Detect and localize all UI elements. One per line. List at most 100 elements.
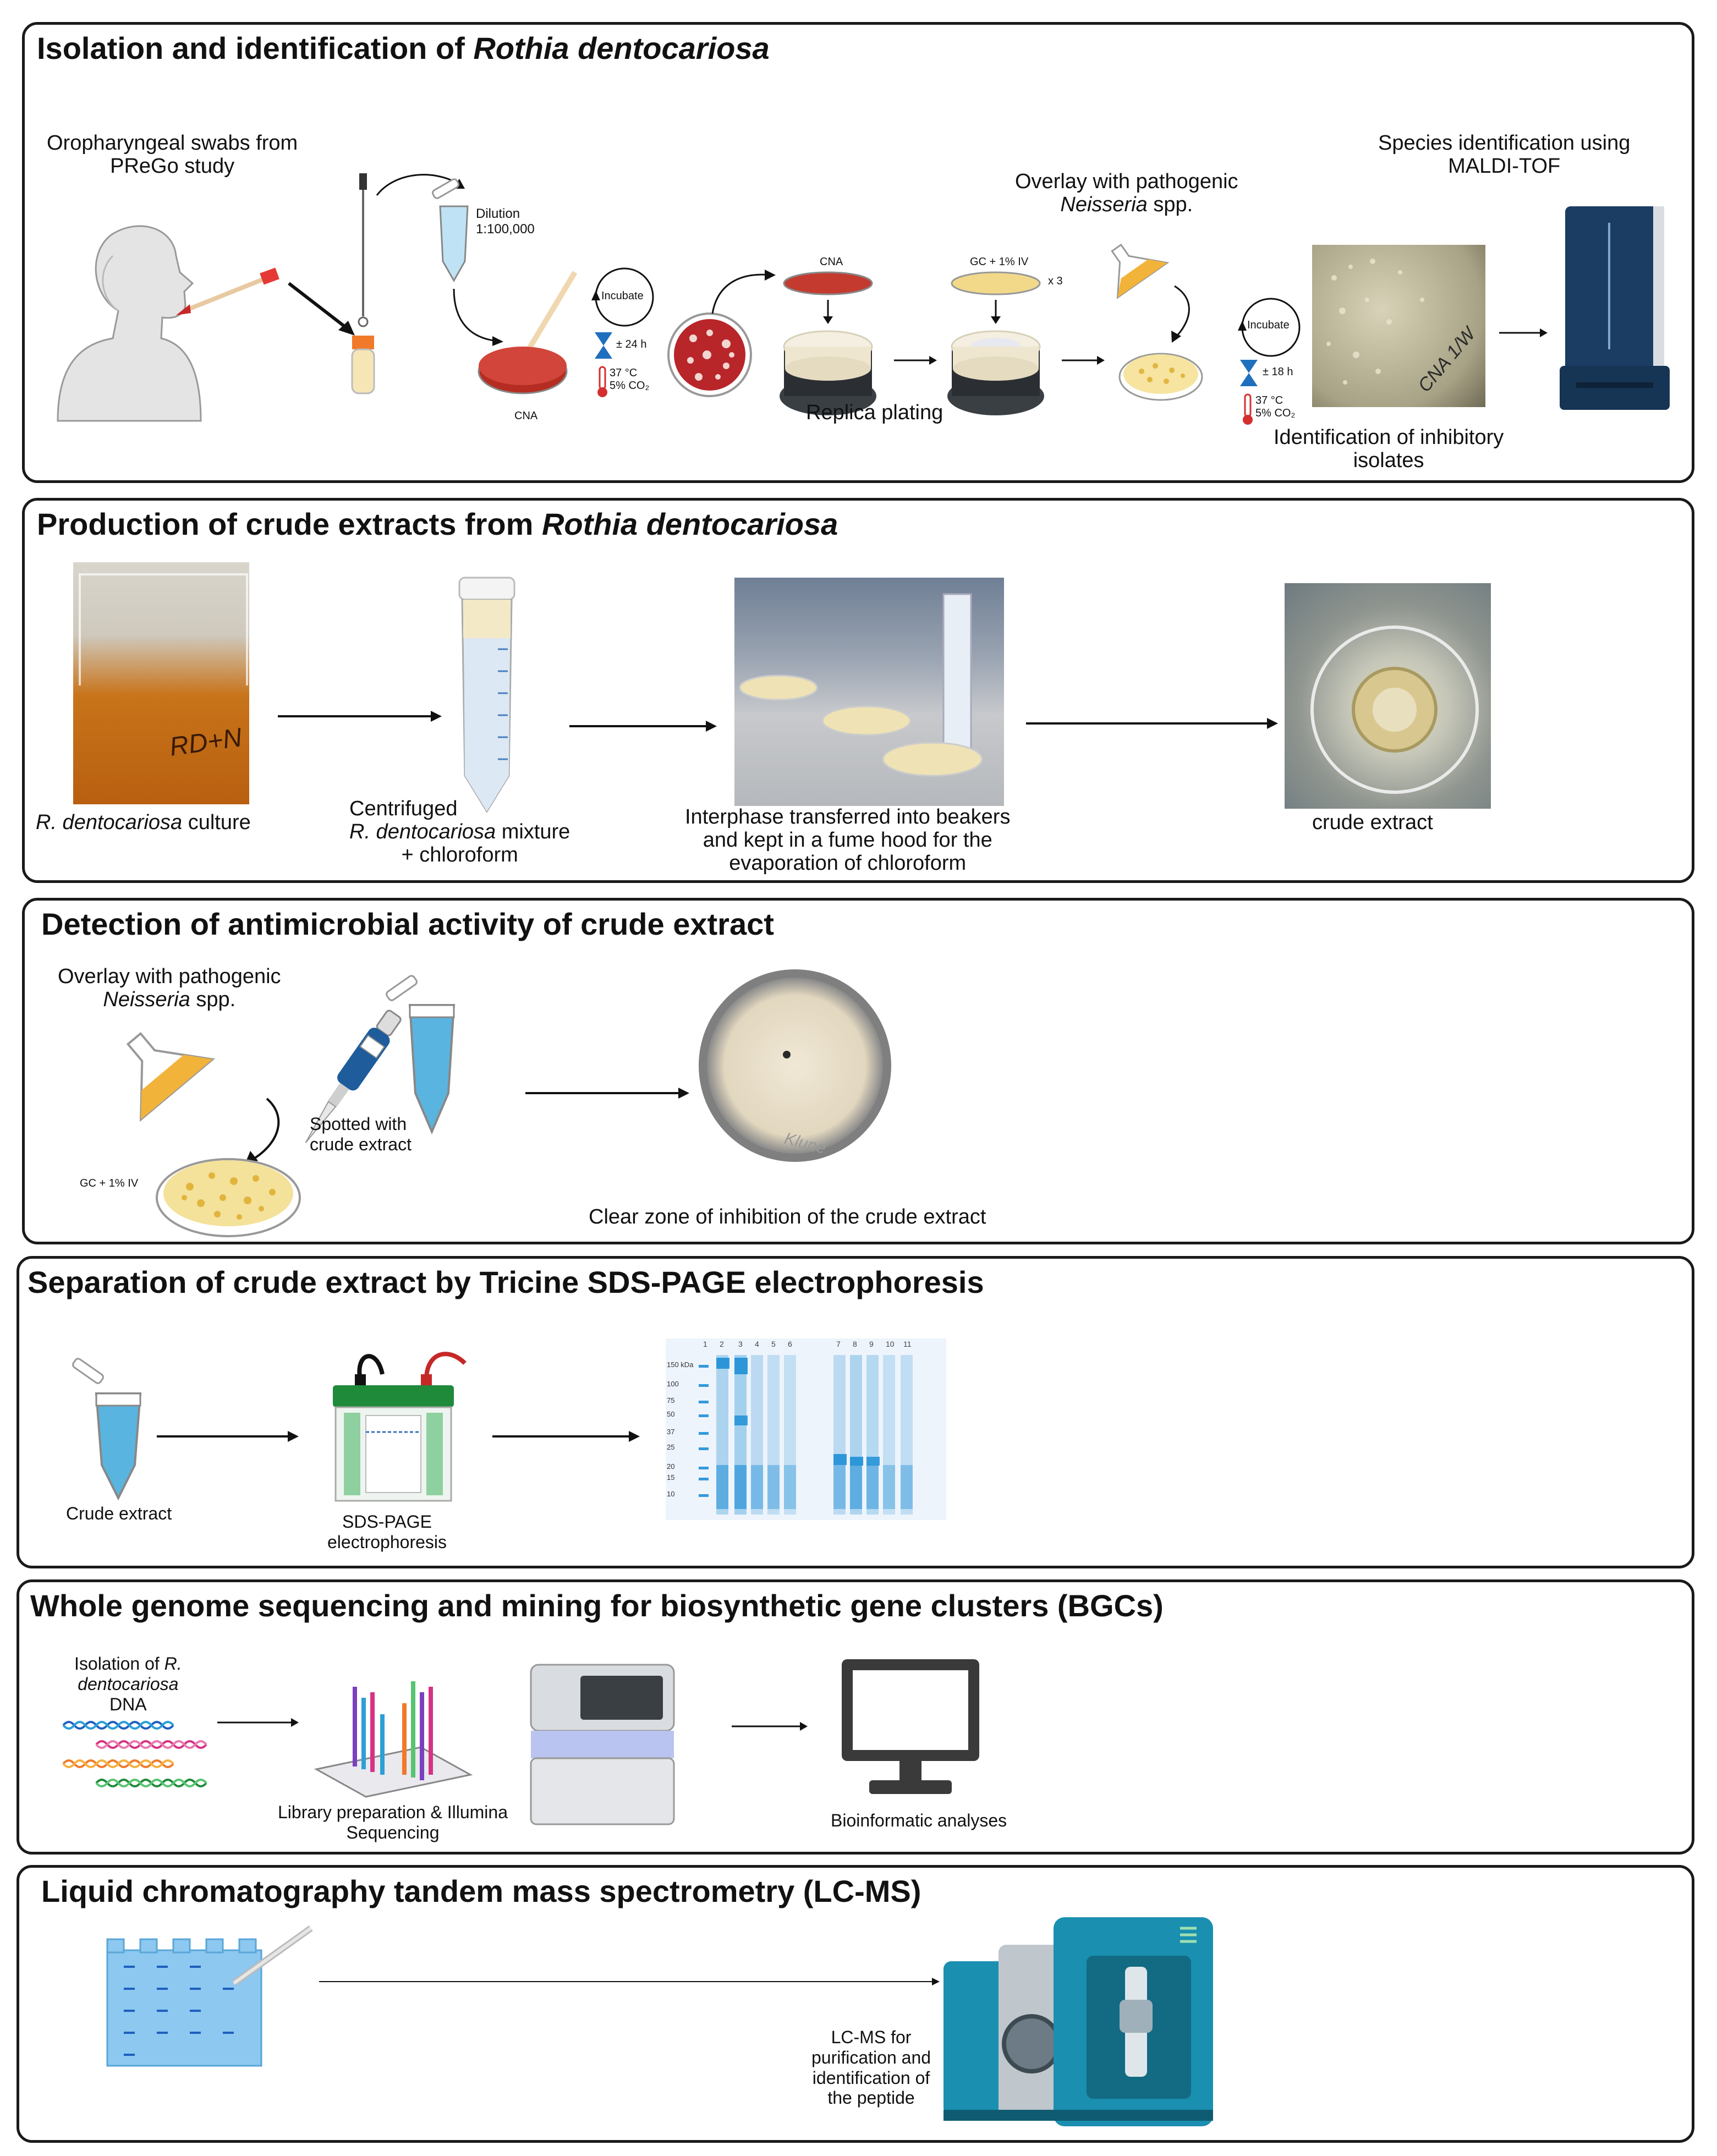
co2-line-2: 5% CO₂ [1255, 407, 1296, 419]
library-prep-label: Library preparation & Illumina Sequencin… [278, 1802, 508, 1843]
overlay-plate-icon [1118, 353, 1203, 401]
gel-band [850, 1457, 863, 1466]
gel-band [767, 1355, 780, 1515]
swab-icon [176, 267, 279, 315]
iso-line1-genus: R. [164, 1654, 182, 1674]
maldi-line2: MALDI-TOF [1448, 154, 1561, 178]
hourglass-icon [595, 332, 612, 359]
gel-band [901, 1355, 913, 1515]
overlay-spp: spp. [190, 988, 236, 1011]
gel-band [866, 1457, 880, 1466]
hourglass-icon [1240, 360, 1258, 386]
gel-band [699, 1447, 709, 1450]
arrow [894, 356, 937, 365]
lcms-line4: the peptide [827, 2088, 915, 2108]
arrow [217, 1718, 299, 1727]
swab-label: Oropharyngeal swabs from PReGo study [47, 131, 298, 178]
crude-extract-label: crude extract [1312, 811, 1433, 834]
arrow [1026, 718, 1278, 729]
panel-lc-ms: Liquid chromatography tandem mass spectr… [17, 1865, 1694, 2143]
gel-lane-label: 8 [853, 1340, 857, 1348]
gel-band [751, 1465, 763, 1509]
gel-band [883, 1355, 895, 1515]
gel-band [699, 1432, 709, 1435]
gel-band [866, 1355, 879, 1515]
panel-antimicrobial: Detection of antimicrobial activity of c… [22, 898, 1694, 1244]
gel-band [767, 1465, 780, 1509]
gc-label: GC + 1% IV [80, 1177, 139, 1189]
arrow [991, 300, 1001, 324]
inhib-line1: Identification of inhibitory [1274, 426, 1504, 449]
panel-title: Whole genome sequencing and mining for b… [30, 1588, 1164, 1623]
isolation-dna-label: Isolation of R. dentocariosa DNA [74, 1654, 182, 1714]
panel-title: Isolation and identification of Rothia d… [37, 30, 770, 66]
eppendorf-icon [432, 178, 469, 283]
temp-label-1: 37 °C 5% CO₂ [610, 367, 649, 392]
electrophoresis-tank-icon [333, 1352, 467, 1502]
gel-band [833, 1465, 846, 1509]
overlay-line1: Overlay with pathogenic [1015, 170, 1238, 193]
co2-line-1: 5% CO₂ [610, 380, 650, 392]
lcms-label: LC-MS for purification and identificatio… [811, 2027, 931, 2108]
overlay-label: Overlay with pathogenic Neisseria spp. [1015, 170, 1238, 217]
arrow [492, 1431, 640, 1442]
inter-line1: Interphase transferred into beakers [685, 805, 1011, 829]
flask-icon [1111, 243, 1170, 299]
colony-plate-icon [667, 312, 752, 397]
iso-line1-text: Isolation of [74, 1654, 164, 1674]
swab-label-line1: Oropharyngeal swabs from [47, 131, 298, 155]
centri-line3: + chloroform [401, 843, 518, 866]
panel-title: Detection of antimicrobial activity of c… [41, 907, 774, 941]
gel-band [699, 1467, 709, 1469]
culture-label: R. dentocariosa culture [36, 811, 251, 835]
iso-line2-species: dentocariosa [78, 1674, 179, 1694]
gel-band [901, 1465, 913, 1509]
inhib-line2: isolates [1353, 448, 1424, 472]
gel-excision-icon [106, 1925, 313, 2067]
arrow [732, 1722, 808, 1731]
overlay-line2: Neisseria spp. [58, 988, 281, 1012]
spotted-label: Spotted with crude extract [310, 1114, 412, 1155]
time-label-2: ± 18 h [1263, 366, 1293, 378]
dilution-label: Dilution 1:100,000 [476, 206, 535, 237]
gel-lane-label: 5 [771, 1340, 776, 1348]
overlay-line1: Overlay with pathogenic [58, 965, 281, 988]
temp-label-2: 37 °C 5% CO₂ [1255, 394, 1295, 420]
gel-marker-label: 150 kDa [667, 1360, 694, 1369]
beakers-in-hood [739, 593, 983, 777]
sequencer-icon [530, 1664, 675, 1825]
overlay-line2: Neisseria spp. [1015, 193, 1238, 217]
clear-zone-label: Clear zone of inhibition of the crude ex… [589, 1205, 986, 1228]
cna-plate-icon [478, 271, 578, 394]
title-species: Rothia dentocariosa [473, 31, 770, 65]
title-text: Isolation and identification of [37, 31, 474, 65]
maldi-tof-instrument-icon [1560, 206, 1670, 410]
culture-beaker-photo: RD+N [73, 562, 249, 804]
arrow [1499, 328, 1548, 337]
sds-line2: electrophoresis [327, 1532, 447, 1552]
lib-line2: Sequencing [346, 1822, 440, 1842]
temp-line-2: 37 °C [1255, 394, 1283, 407]
gel-band [850, 1465, 862, 1509]
panel-title: Liquid chromatography tandem mass spectr… [41, 1874, 921, 1908]
cna-top-plate-icon [783, 271, 873, 295]
gel-marker-label: 75 [667, 1396, 675, 1405]
flask-icon [126, 1032, 215, 1122]
gel-marker-label: 20 [667, 1462, 675, 1471]
lcms-line2: purification and [811, 2047, 931, 2067]
iso-line3: DNA [109, 1694, 147, 1714]
arrow [711, 270, 776, 314]
gel-band [883, 1465, 895, 1509]
pipette-icon [305, 1010, 402, 1143]
gel-band [784, 1465, 796, 1509]
computer-monitor-icon [842, 1659, 979, 1794]
arrow [569, 721, 717, 732]
lcms-line1: LC-MS for [831, 2027, 912, 2047]
gel-band [699, 1494, 709, 1497]
centri-line2: R. dentocariosa mixture [349, 820, 570, 844]
gel-lane-label: 1 [703, 1340, 707, 1348]
sds-line1: SDS-PAGE [342, 1512, 432, 1532]
panel-title: Production of crude extracts from Rothia… [37, 506, 838, 542]
gel-lane-label: 11 [903, 1340, 912, 1348]
